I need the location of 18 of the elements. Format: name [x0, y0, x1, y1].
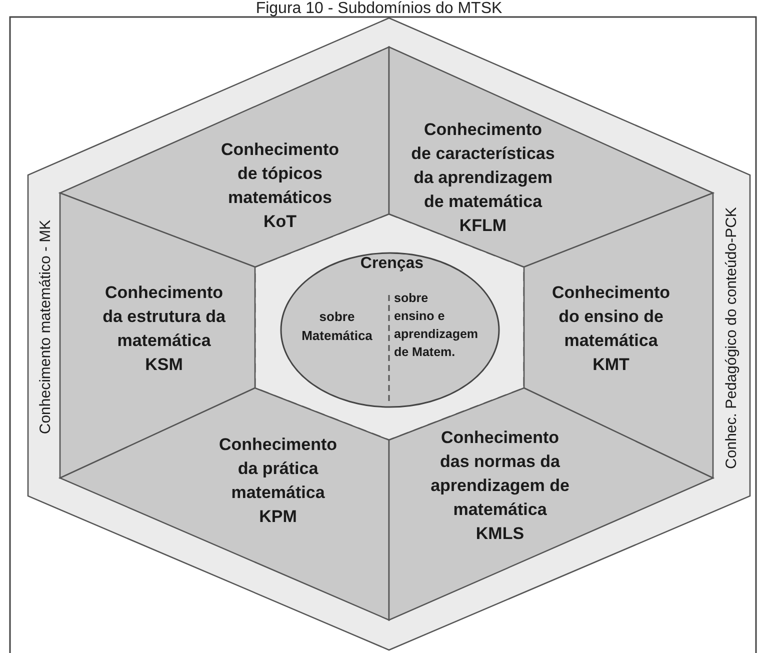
subdomain-title: Conhecimento do ensino de matemática	[552, 282, 670, 352]
subdomain-code: KoT	[263, 211, 297, 233]
figure-title: Figura 10 - Subdomínios do MTSK	[254, 0, 504, 17]
subdomain-title: Conhecimento de tópicos matemáticos	[220, 139, 340, 209]
beliefs-label: sobre ensino e aprendizagem de Matem.	[394, 290, 478, 361]
subdomain-code: KFLM	[459, 215, 507, 237]
subdomain-title: Conhecimento da prática matemática	[218, 434, 338, 504]
subdomain-code: KMLS	[476, 523, 524, 545]
subdomain-title: Conhecimento da estrutura da matemática	[102, 282, 226, 352]
beliefs-heading: Crenças	[360, 254, 424, 274]
subdomain-title: Conhecimento de características da aprendizagem de matemática	[411, 119, 555, 213]
subdomain-title: Conhecimento das normas da aprendizagem de matemática	[430, 427, 570, 521]
band-label: Conhecimento matemático - MK	[37, 218, 55, 436]
beliefs-label: sobre Matemática	[302, 308, 372, 345]
subdomain-code: KMT	[592, 354, 630, 376]
subdomain-code: KPM	[259, 506, 297, 528]
subdomain-code: KSM	[145, 354, 183, 376]
band-label: Conhec. Pedagógico do conteúdo-PCK	[723, 206, 741, 471]
